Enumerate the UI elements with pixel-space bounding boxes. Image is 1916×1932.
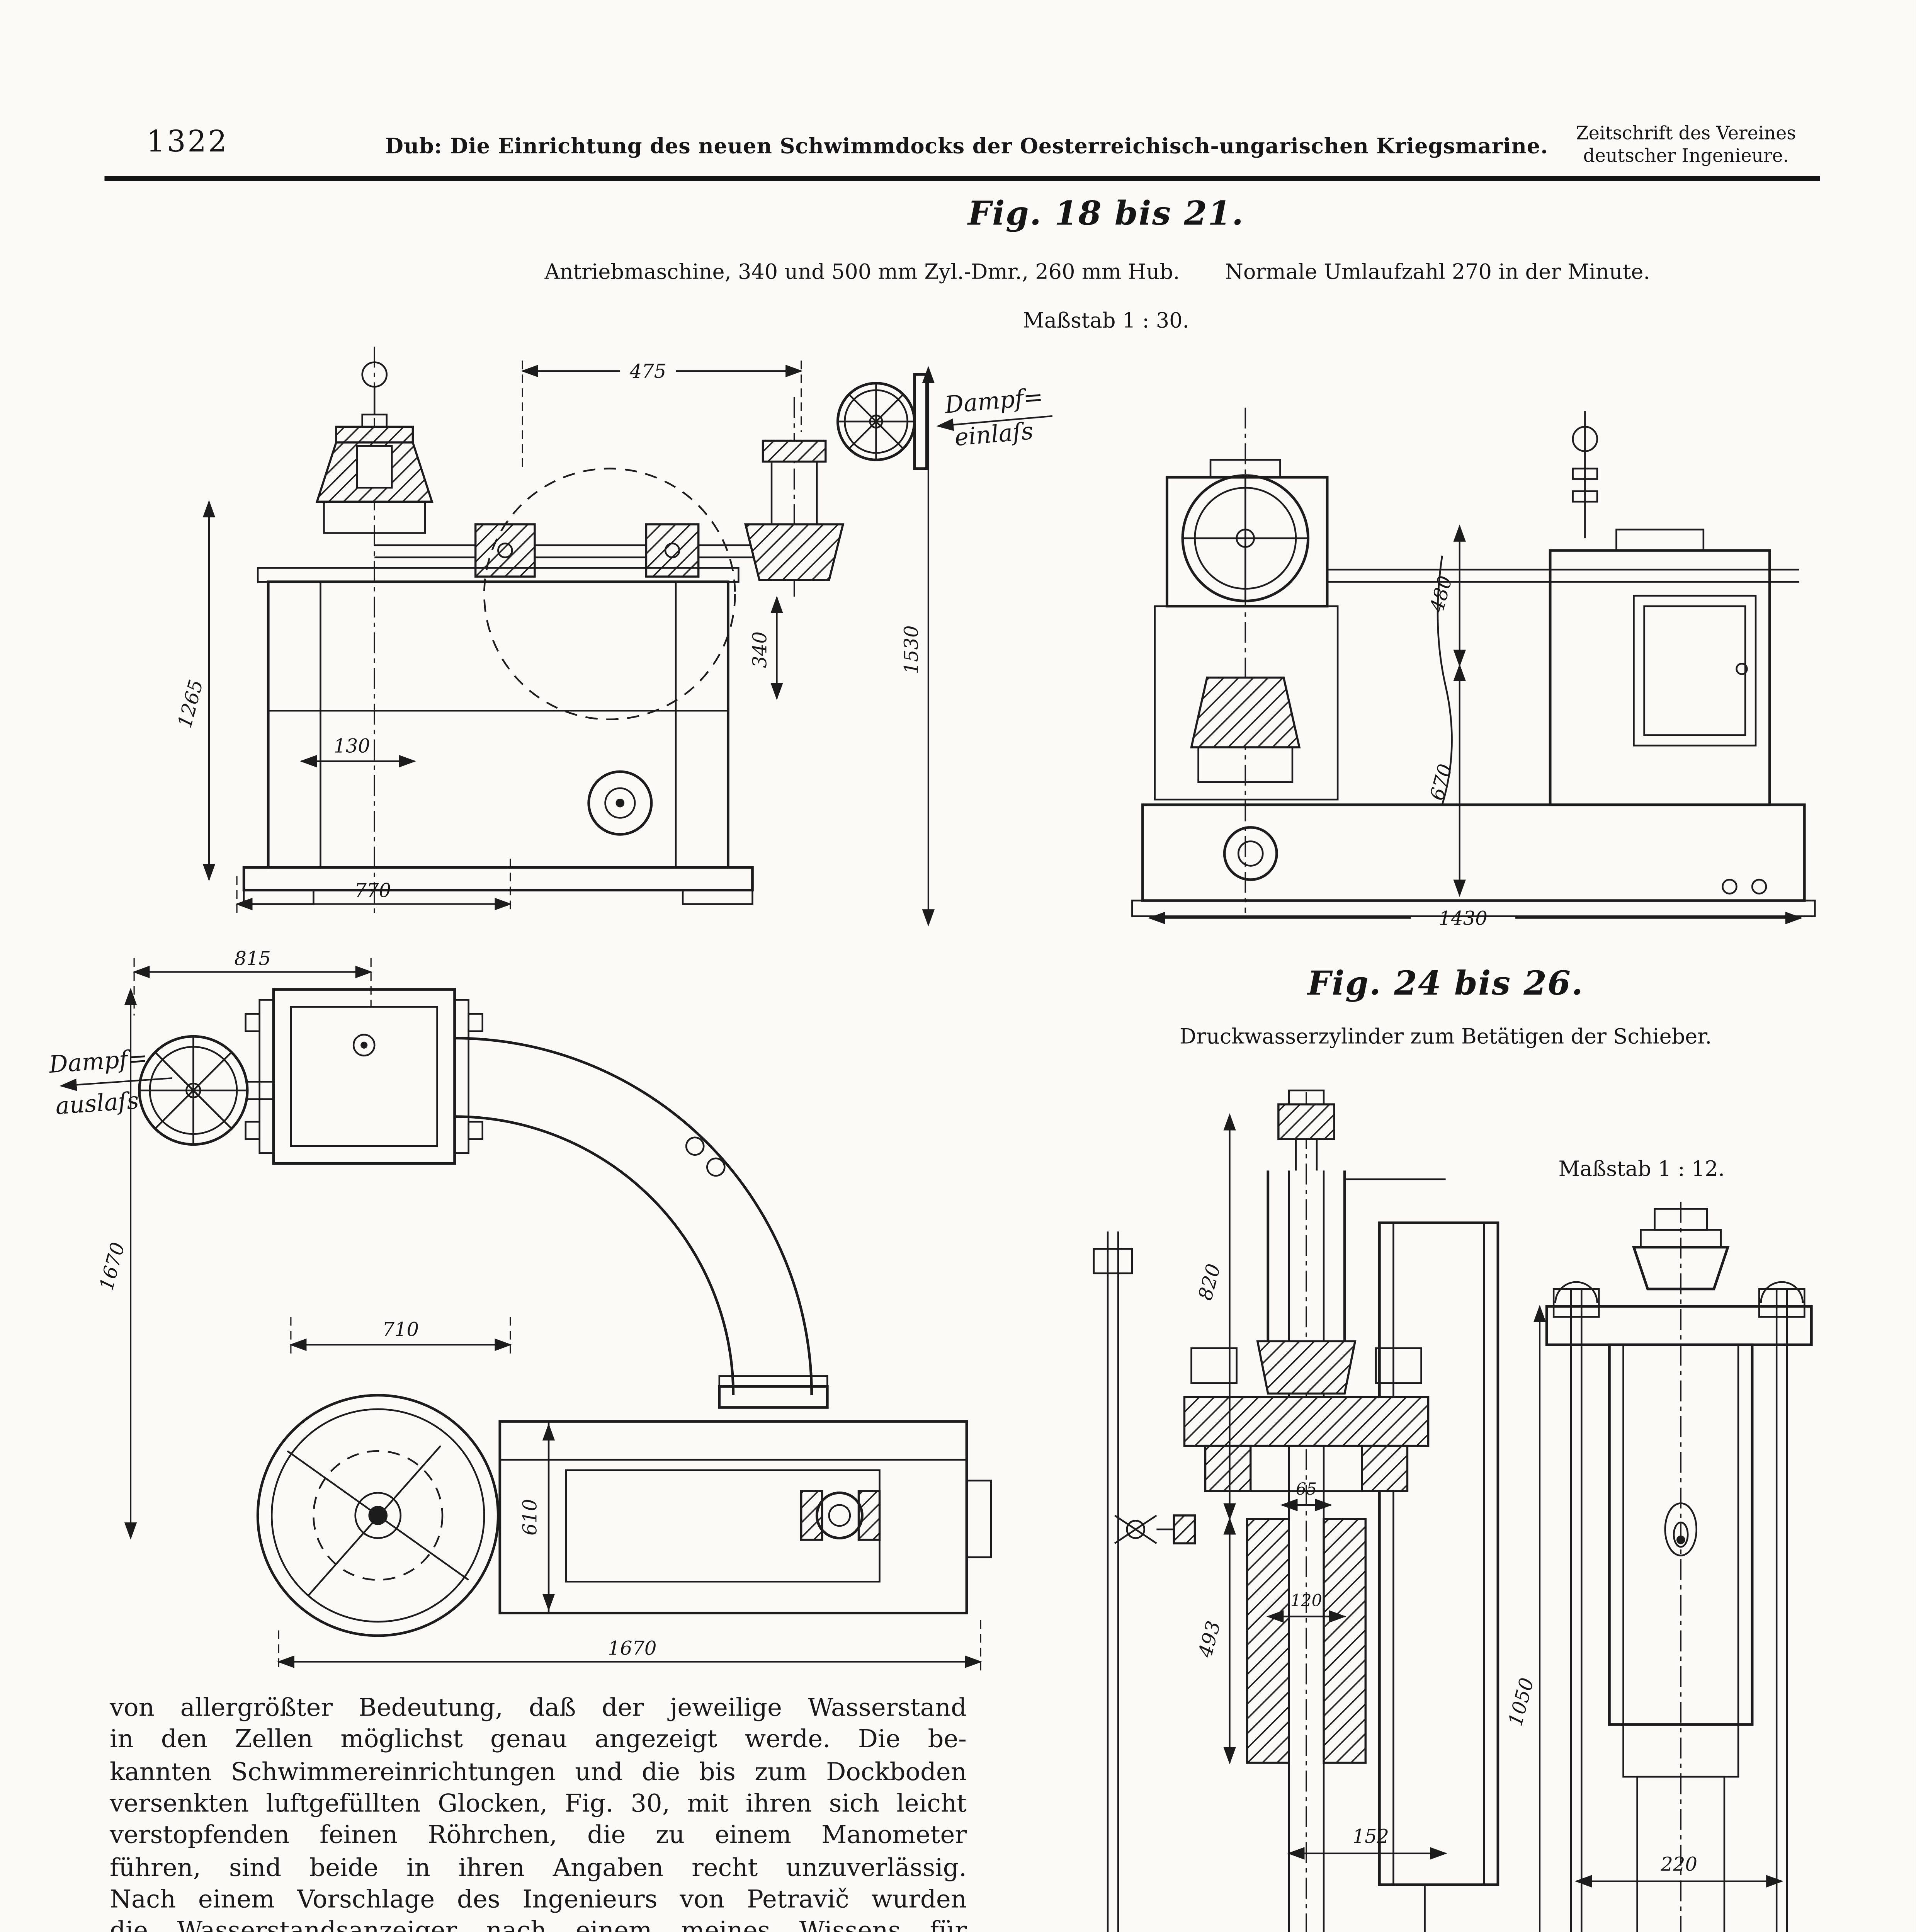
svg-text:130: 130 xyxy=(333,735,370,757)
fig18-caption: Fig. 18 bis 21. xyxy=(967,195,1244,234)
right-frame xyxy=(1345,1178,1499,1932)
svg-text:Dampf=: Dampf= xyxy=(943,383,1044,419)
journal-name: Zeitschrift des Vereines deutscher Ingen… xyxy=(1547,124,1825,167)
upper-tube xyxy=(1267,1170,1346,1763)
text-line: verstopfenden feinen Röhrchen, die zu ei… xyxy=(110,1823,967,1851)
dim-65: 65 xyxy=(1280,1480,1333,1512)
svg-text:770: 770 xyxy=(354,879,391,902)
fig24-scale-note: Maßstab 1 : 12. xyxy=(1558,1156,1725,1181)
slide-box xyxy=(1549,529,1771,806)
dim-670: 670 xyxy=(1425,663,1466,897)
svg-text:1530: 1530 xyxy=(900,625,923,674)
dim-710: 710 xyxy=(289,1317,512,1359)
steam-outlet-label: Dampf= auslaſs xyxy=(48,1045,172,1120)
svg-text:1430: 1430 xyxy=(1439,907,1488,930)
text-line: Nach einem Vorschlage des Ingenieurs von… xyxy=(110,1886,967,1915)
dim-493: 493 xyxy=(1194,1517,1236,1765)
svg-text:120: 120 xyxy=(1290,1591,1322,1610)
steam-inlet-label: Dampf= einlaſs xyxy=(936,383,1052,451)
cylinder-cover-circle xyxy=(256,1394,500,1637)
dim-770: 770 xyxy=(235,859,512,915)
cylinder-barrel xyxy=(1545,1305,1813,1932)
article-left-column: von allergrößter Bedeutung, daß der jewe… xyxy=(110,1693,967,1932)
dim-475: 475 xyxy=(521,360,803,467)
dim-220: 220 xyxy=(1574,1853,1783,1888)
header-rule xyxy=(104,176,1820,180)
fig24-caption: Fig. 24 bis 26. xyxy=(1307,965,1584,1003)
valve-chest xyxy=(744,397,845,598)
dim-480: 480 xyxy=(1425,524,1466,667)
svg-text:1265: 1265 xyxy=(173,677,208,730)
fig25-drawing-elevation: 1050 220 xyxy=(1504,1202,1813,1932)
dim-340: 340 xyxy=(749,596,783,700)
steam-outlet-handwheel xyxy=(138,1035,275,1146)
drain-cock xyxy=(1114,1514,1196,1544)
text-line: kannten Schwimmereinrichtungen und die b… xyxy=(110,1759,967,1787)
dim-120: 120 xyxy=(1266,1591,1346,1623)
engine-frame xyxy=(242,468,754,905)
shaft xyxy=(1327,555,1799,805)
fig18-scale-note: Maßstab 1 : 30. xyxy=(1023,308,1189,333)
left-tie-rod xyxy=(1093,1231,1133,1932)
tie-bolts xyxy=(1552,1281,1805,1932)
svg-text:152: 152 xyxy=(1352,1825,1389,1847)
svg-text:1670: 1670 xyxy=(608,1637,656,1660)
exhaust-pipe-bend xyxy=(454,1037,829,1409)
svg-text:einlaſs: einlaſs xyxy=(954,417,1034,451)
svg-text:475: 475 xyxy=(629,360,666,383)
slide-housing xyxy=(498,1420,992,1614)
svg-text:815: 815 xyxy=(234,947,271,969)
svg-text:1670: 1670 xyxy=(95,1240,129,1293)
text-line: von allergrößter Bedeutung, daß der jewe… xyxy=(110,1695,967,1723)
svg-text:710: 710 xyxy=(383,1318,419,1341)
pulley-unit xyxy=(1154,407,1339,913)
dim-815: 815 xyxy=(133,947,373,1016)
svg-text:220: 220 xyxy=(1660,1853,1697,1876)
engine-bed xyxy=(1131,803,1816,917)
fig21-drawing-elevation: 480 670 1430 xyxy=(1131,407,1816,930)
fig18-subtitle: Antriebmaschine, 340 und 500 mm Zyl.-Dmr… xyxy=(435,260,1759,284)
fig18-drawing-section: 475 Dampf= einlaſs xyxy=(173,347,1052,927)
lower-tube xyxy=(1288,1763,1325,1932)
journal-name-line1: Zeitschrift des Vereines xyxy=(1576,124,1796,145)
text-line: versenkten luftgefüllten Glocken, Fig. 3… xyxy=(110,1791,967,1819)
dim-1430: 1430 xyxy=(1148,907,1803,930)
svg-text:820: 820 xyxy=(1194,1262,1225,1303)
steam-inlet-handwheel xyxy=(836,373,928,470)
dim-1670-bottom: 1670 xyxy=(277,1620,983,1672)
svg-text:65: 65 xyxy=(1296,1480,1317,1499)
svg-text:auslaſs: auslaſs xyxy=(54,1087,140,1120)
governor xyxy=(1572,411,1598,538)
dim-610: 610 xyxy=(519,1423,555,1611)
fig18-subtitle-right: Normale Umlaufzahl 270 in der Minute. xyxy=(1225,259,1650,284)
dim-1530: 1530 xyxy=(900,366,935,927)
svg-text:610: 610 xyxy=(519,1499,541,1536)
dim-152: 152 xyxy=(1287,1825,1447,1860)
top-fitting xyxy=(1277,1089,1335,1171)
running-head: Dub: Die Einrichtung des neuen Schwimmdo… xyxy=(385,134,1548,159)
fig19-drawing-plan: 815 Dampf= auslaſs 1670 xyxy=(48,947,992,1672)
svg-text:340: 340 xyxy=(749,631,771,668)
text-line: führen, sind beide in ihren Angaben rech… xyxy=(110,1854,967,1883)
text-line: in den Zellen möglichst genau angezeigt … xyxy=(110,1726,967,1755)
valve-block xyxy=(245,988,483,1165)
svg-text:670: 670 xyxy=(1425,762,1457,803)
svg-text:Dampf=: Dampf= xyxy=(48,1045,148,1079)
journal-name-line2: deutscher Ingenieure. xyxy=(1583,145,1789,167)
fig24-drawing-section: 65 820 493 120 152 xyxy=(1093,1089,1499,1932)
dim-1265: 1265 xyxy=(173,500,216,881)
text-line: die Wasserstandsanzeiger nach einem mein… xyxy=(110,1917,967,1932)
engine-vertical-unit xyxy=(315,347,434,915)
cylinder-body xyxy=(1246,1518,1367,1764)
svg-text:493: 493 xyxy=(1194,1619,1225,1660)
dim-130: 130 xyxy=(299,735,416,768)
top-knob xyxy=(1632,1208,1730,1291)
page-number: 1322 xyxy=(146,125,229,160)
fig24-subtitle: Druckwasserzylinder zum Betätigen der Sc… xyxy=(1179,1024,1712,1049)
fig18-subtitle-left: Antriebmaschine, 340 und 500 mm Zyl.-Dmr… xyxy=(544,259,1180,284)
svg-text:480: 480 xyxy=(1425,573,1457,615)
